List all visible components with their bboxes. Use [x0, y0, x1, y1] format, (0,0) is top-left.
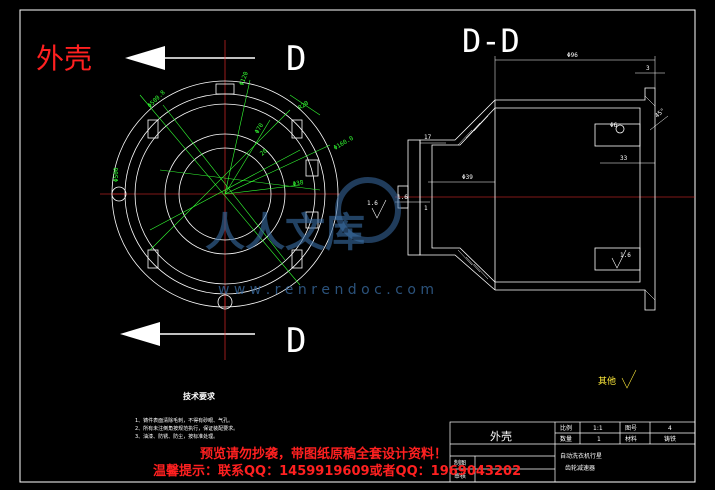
tb-company-line2: 齿轮减速器: [565, 464, 595, 472]
dim-d70: Φ70: [254, 122, 266, 135]
tech-req-line3: 3、油漆、防锈、防尘，按标准处理。: [135, 433, 218, 440]
section-letter-bottom: D: [286, 321, 306, 361]
watermark-logo: [335, 177, 401, 243]
tb-material-label: 材料: [625, 435, 637, 443]
notice-line2: 温馨提示：联系QQ：1459919609或者QQ：1969043202: [153, 463, 521, 479]
dim-d120: Φ120: [238, 70, 250, 86]
tb-qty-label: 数量: [560, 435, 572, 443]
tech-req-title: 技术要求: [183, 391, 216, 401]
tb-scale-value: 1:1: [593, 425, 603, 432]
dim-d38: Φ38: [292, 179, 304, 188]
section-arrow-bottom: [120, 322, 255, 346]
dim-right-dia: Φ6: [610, 122, 618, 129]
front-view: [100, 40, 340, 360]
tech-req-line1: 1、铸件表面清除毛刺，不得有砂眼、气孔。: [135, 417, 233, 424]
dim-20: 20: [259, 147, 269, 157]
dim-top: Φ96: [567, 52, 578, 59]
tb-drawing-no-value: 4: [668, 425, 672, 432]
roughness-symbol-2: [371, 199, 387, 219]
tb-checker-label: 审核: [454, 472, 466, 480]
dim-d160: Φ160.0: [333, 135, 356, 152]
dim-inner: Φ39: [462, 174, 473, 181]
rough-1: 1.6: [620, 252, 631, 259]
tb-designer-label: 制图: [454, 459, 466, 467]
dim-left-w: 17: [424, 134, 432, 141]
dim-top-small: 3: [646, 65, 650, 72]
tech-req-line2: 2、所有未注倒角按规范执行，保证装配要求。: [135, 425, 238, 432]
tb-qty-value: 1: [597, 436, 601, 443]
roughness-symbol-1: [611, 249, 627, 269]
section-view-dimensions: [395, 56, 669, 203]
tb-scale-label: 比例: [560, 424, 572, 432]
dim-side1: 1.6: [397, 194, 408, 201]
section-view: [395, 87, 695, 311]
tb-part-name: 外壳: [490, 429, 512, 443]
section-letter-top: D: [286, 39, 306, 79]
watermark-brand: 人人文库: [205, 210, 365, 256]
rough-2: 1.6: [367, 200, 378, 207]
section-arrow-top: [125, 46, 255, 70]
roughness-symbol-note: [621, 369, 637, 389]
part-name-red: 外壳: [36, 42, 92, 75]
dim-right-h: 33: [620, 155, 628, 162]
tb-company-line1: 自动洗衣机行星: [560, 452, 602, 460]
front-view-dimensions: [139, 79, 331, 286]
dim-side2: 1: [424, 205, 428, 212]
rough-note: 其他: [598, 375, 616, 387]
title-block: [449, 421, 696, 483]
section-title: D-D: [462, 22, 520, 60]
tb-drawing-no-label: 图号: [625, 425, 637, 432]
notice-line1: 预览请勿抄袭，带图纸原稿全套设计资料！: [200, 446, 447, 462]
border-frame: [19, 9, 696, 483]
tb-material-value: 铸铁: [664, 435, 676, 443]
watermark-url: w w w . r e n r e n d o c . c o m: [218, 282, 434, 298]
dim-d500: Φ500: [113, 167, 120, 182]
dim-angle: 45°: [654, 107, 667, 119]
